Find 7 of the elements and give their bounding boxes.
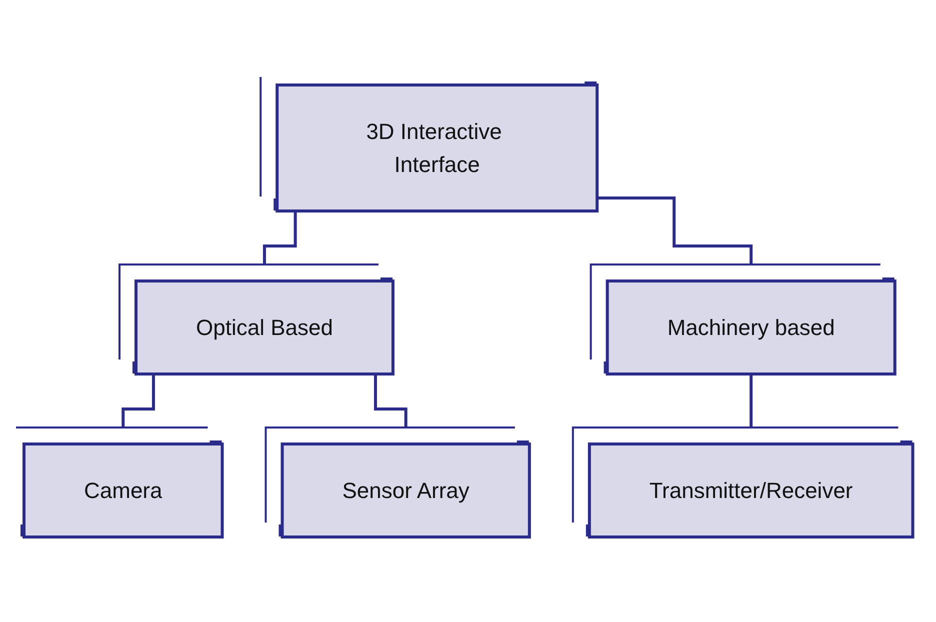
connector [596,196,752,282]
node-box: Optical Based [134,280,394,376]
node-box: 3D Interactive Interface [275,84,598,212]
node-box: Camera [22,442,224,538]
node-box: Sensor Array [280,442,531,538]
node-box: Transmitter/Receiver [588,442,914,538]
node-box: Machinery based [605,280,896,376]
